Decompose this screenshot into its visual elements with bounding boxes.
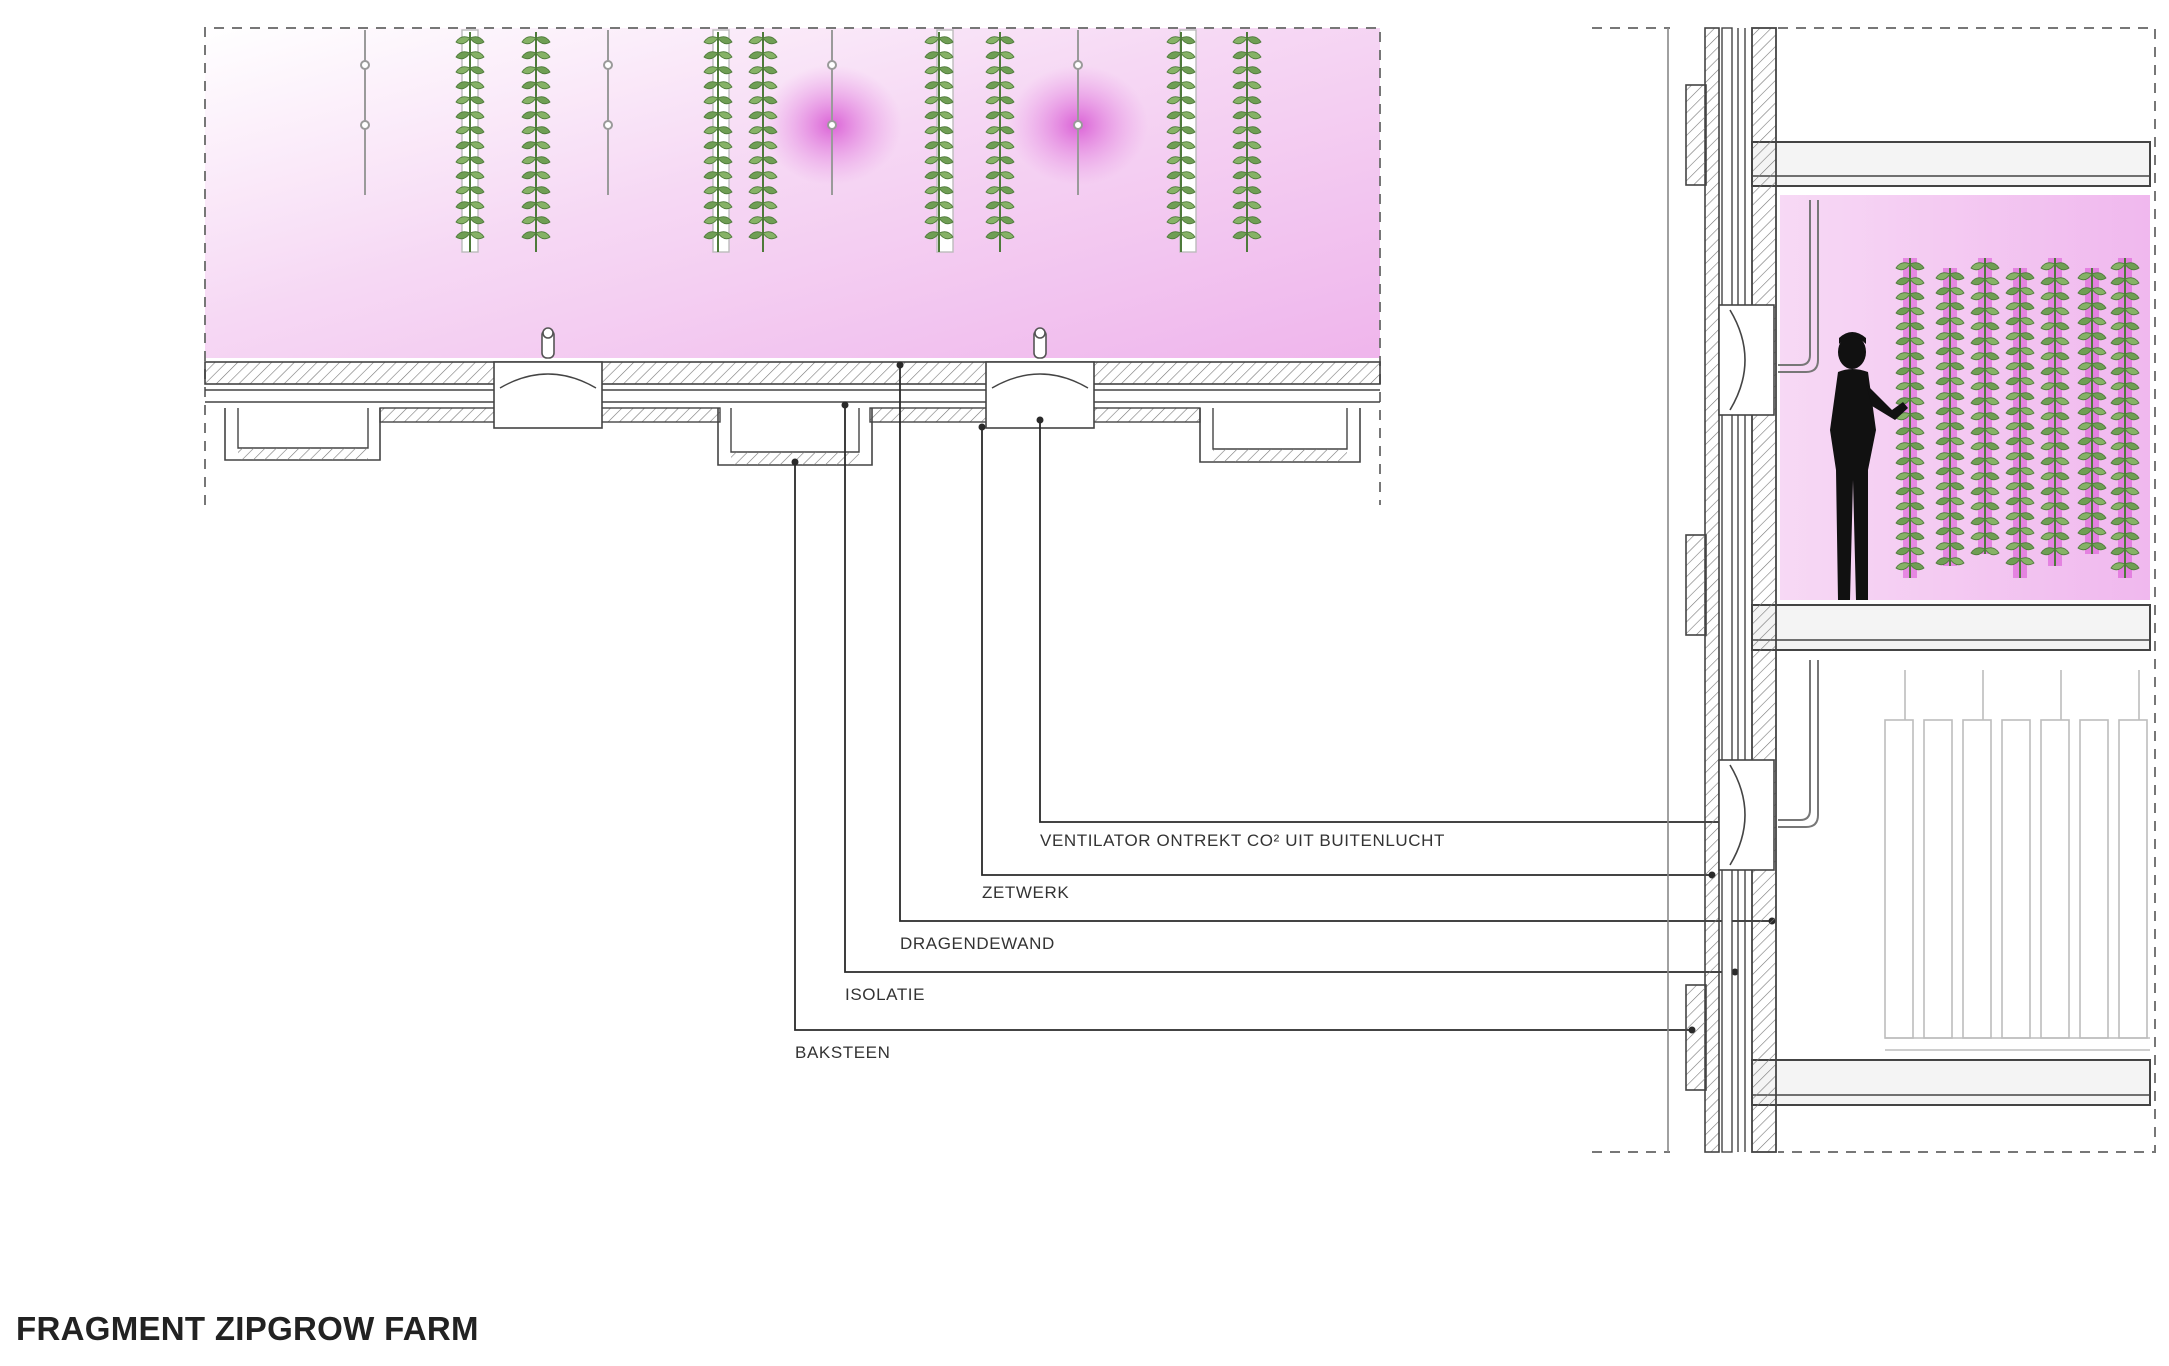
plant-tower-icon: [455, 32, 485, 252]
plant-tower-group: [455, 29, 1262, 253]
label-baksteen: BAKSTEEN: [795, 1043, 891, 1062]
plant-tower-icon: [2110, 258, 2140, 578]
plant-tower-icon: [2005, 268, 2035, 578]
plant-tower-group: [1895, 258, 2140, 578]
plant-tower-icon: [2077, 268, 2107, 554]
plant-tower-icon: [924, 32, 954, 252]
plant-tower-icon: [2040, 258, 2070, 566]
duct-pipes: [1778, 200, 1819, 828]
label-zetwerk: ZETWERK: [982, 883, 1069, 902]
section-fragment: [1592, 27, 2156, 1153]
ventilator-icon: [541, 327, 555, 359]
floor-slabs: [1751, 141, 2151, 1106]
facade-wall: [1704, 27, 1777, 1153]
plant-tower-icon: [1895, 258, 1925, 578]
plant-tower-icon: [985, 32, 1015, 252]
plant-tower-icon: [703, 32, 733, 252]
hanging-poles: [360, 30, 1083, 195]
plant-tower-icon: [521, 32, 551, 252]
person-icon: [1830, 332, 1908, 600]
plant-tower-icon: [1935, 268, 1965, 566]
page-title: FRAGMENT ZIPGROW FARM: [16, 1310, 479, 1347]
ventilator-icon: [1033, 327, 1047, 359]
plant-tower-icon: [748, 32, 778, 252]
leader-lines: [794, 365, 1772, 1031]
window-openings: [1718, 304, 1775, 871]
plan-fragment: [204, 27, 1381, 505]
plant-tower-icon: [1970, 258, 2000, 556]
plant-tower-icon: [1232, 32, 1262, 252]
unlit-towers: [1884, 670, 2150, 1051]
plan-boundary: [204, 27, 1381, 505]
brick-protrusions: [1685, 84, 1707, 1091]
label-dragendewand: DRAGENDEWAND: [900, 934, 1055, 953]
label-isolatie: ISOLATIE: [845, 985, 925, 1004]
plan-wall: [204, 361, 1381, 466]
plant-tower-icon: [1166, 32, 1196, 252]
label-ventilator: VENTILATOR ONTREKT CO² UIT BUITENLUCHT: [1040, 831, 1445, 850]
